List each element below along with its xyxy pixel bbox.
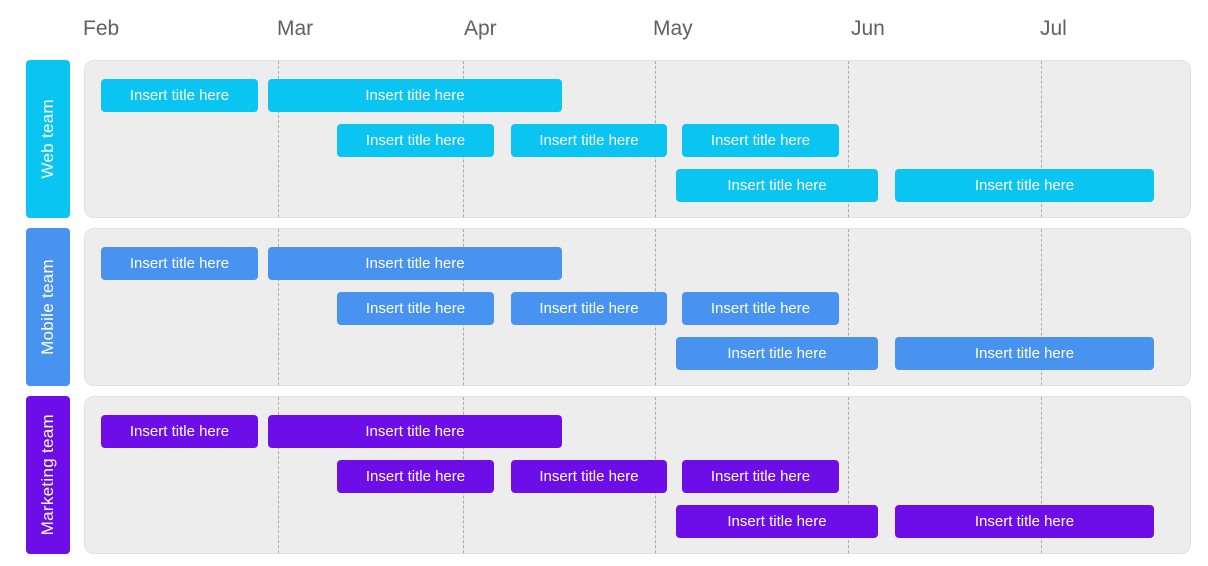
task-bar[interactable]: Insert title here — [676, 505, 878, 538]
task-bar[interactable]: Insert title here — [682, 124, 839, 157]
task-bar[interactable]: Insert title here — [337, 460, 494, 493]
month-label-jun: Jun — [851, 17, 885, 40]
month-gridline — [848, 397, 849, 553]
task-bar[interactable]: Insert title here — [682, 292, 839, 325]
task-bar[interactable]: Insert title here — [101, 79, 258, 112]
month-gridline — [848, 229, 849, 385]
task-bar[interactable]: Insert title here — [511, 460, 667, 493]
month-label-jul: Jul — [1040, 17, 1067, 40]
task-bar[interactable]: Insert title here — [268, 79, 562, 112]
task-bar[interactable]: Insert title here — [101, 247, 258, 280]
task-bar[interactable]: Insert title here — [676, 169, 878, 202]
task-bar[interactable]: Insert title here — [268, 415, 562, 448]
task-bar[interactable]: Insert title here — [337, 292, 494, 325]
lane-label-web-team[interactable]: Web team — [26, 60, 70, 218]
task-bar[interactable]: Insert title here — [895, 505, 1154, 538]
month-gridline — [278, 229, 279, 385]
task-bar[interactable]: Insert title here — [511, 292, 667, 325]
month-gridline — [278, 397, 279, 553]
task-bar[interactable]: Insert title here — [337, 124, 494, 157]
lane-label-text: Mobile team — [38, 259, 57, 355]
month-label-may: May — [653, 17, 693, 40]
task-bar[interactable]: Insert title here — [511, 124, 667, 157]
month-label-mar: Mar — [277, 17, 314, 40]
month-label-feb: Feb — [83, 17, 120, 40]
month-gridline — [1041, 61, 1042, 217]
task-bar[interactable]: Insert title here — [895, 169, 1154, 202]
lane-label-text: Web team — [38, 99, 57, 179]
task-bar[interactable]: Insert title here — [682, 460, 839, 493]
task-bar[interactable]: Insert title here — [895, 337, 1154, 370]
task-bar[interactable]: Insert title here — [676, 337, 878, 370]
task-bar[interactable]: Insert title here — [268, 247, 562, 280]
task-bar[interactable]: Insert title here — [101, 415, 258, 448]
lane-label-mobile-team[interactable]: Mobile team — [26, 228, 70, 386]
lane-label-marketing-team[interactable]: Marketing team — [26, 396, 70, 554]
lane-label-text: Marketing team — [38, 414, 57, 536]
month-gridline — [278, 61, 279, 217]
month-gridline — [1041, 229, 1042, 385]
month-gridline — [848, 61, 849, 217]
month-label-apr: Apr — [464, 17, 497, 40]
month-gridline — [1041, 397, 1042, 553]
